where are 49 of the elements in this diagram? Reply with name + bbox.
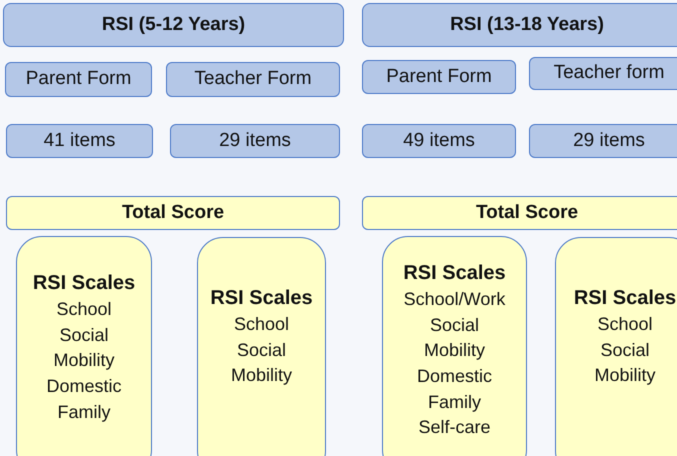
- scale-item: Mobility: [424, 339, 485, 362]
- box-label: Parent Form: [26, 68, 132, 91]
- box-label: Total Score: [476, 202, 578, 224]
- box-label: 29 items: [219, 130, 291, 152]
- box-label: RSI (13-18 Years): [450, 14, 604, 36]
- box-label: Teacher Form: [194, 68, 312, 91]
- form-box: [5, 62, 152, 97]
- scale-item: School: [234, 313, 290, 336]
- scale-item: Self-care: [418, 416, 491, 440]
- form-box: [362, 60, 516, 94]
- scale-item: Domestic: [416, 365, 492, 388]
- box-label: Total Score: [122, 202, 224, 224]
- scales-heading: RSI Scales: [403, 261, 506, 286]
- box-label: Parent Form: [386, 66, 492, 88]
- scales-box: [16, 236, 152, 456]
- box-label: Teacher form: [554, 62, 664, 85]
- form-box: [6, 124, 153, 158]
- scale-item: Family: [58, 400, 110, 424]
- scale-item: Domestic: [46, 375, 122, 398]
- form-box: [362, 124, 516, 158]
- scales-heading: RSI Scales: [210, 286, 313, 311]
- box-label: 49 items: [403, 130, 475, 152]
- scale-item: Social: [59, 324, 109, 347]
- scale-item: Mobility: [230, 364, 292, 388]
- form-box: [529, 124, 677, 158]
- scale-item: School: [597, 313, 653, 336]
- scales-heading: RSI Scales: [574, 286, 676, 311]
- scale-item: School/Work: [404, 288, 506, 312]
- scale-item: Mobility: [53, 349, 114, 372]
- scales-box: [555, 237, 677, 456]
- header-box: [362, 3, 677, 47]
- scale-item: Family: [428, 390, 481, 414]
- scales-box: [382, 236, 527, 456]
- scale-item: School: [56, 298, 112, 322]
- box-label: RSI (5-12 Years): [102, 14, 246, 36]
- scale-item: Mobility: [594, 364, 656, 388]
- form-box: [170, 124, 340, 158]
- scale-item: Social: [430, 314, 480, 337]
- form-box: [166, 62, 340, 97]
- scales-box: [197, 237, 326, 456]
- box-label: 29 items: [573, 130, 645, 152]
- scale-item: Social: [236, 338, 286, 362]
- total-score-bar: [362, 196, 677, 230]
- header-box: [3, 3, 344, 47]
- scales-heading: RSI Scales: [32, 271, 136, 296]
- box-label: 41 items: [44, 130, 116, 152]
- scale-item: Social: [600, 338, 650, 362]
- total-score-bar: [6, 196, 340, 230]
- form-box: [529, 57, 677, 90]
